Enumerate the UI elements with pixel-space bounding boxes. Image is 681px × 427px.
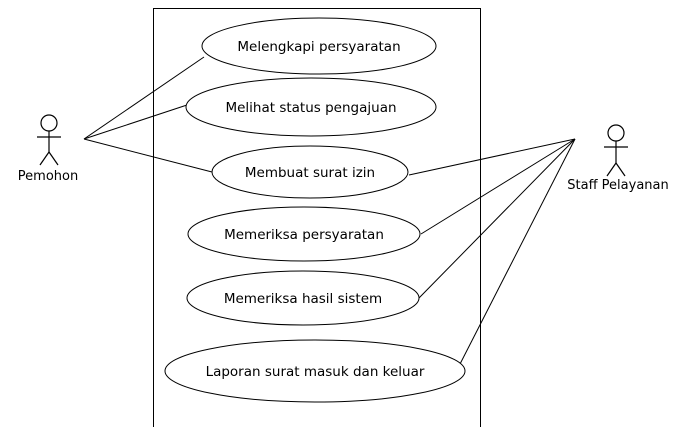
association-line xyxy=(418,138,576,299)
association-line xyxy=(458,138,576,367)
use-case[interactable]: Memeriksa hasil sistem xyxy=(186,270,420,326)
use-case-label: Memeriksa hasil sistem xyxy=(224,291,382,307)
use-case-ellipse xyxy=(164,339,466,403)
use-case[interactable]: Membuat surat izin xyxy=(211,145,409,199)
use-case[interactable]: Melengkapi persyaratan xyxy=(201,17,437,75)
actor-staff-pelayanan[interactable]: Staff Pelayanan xyxy=(567,124,669,193)
use-case-ellipse xyxy=(201,17,437,75)
use-case-label: Memeriksa persyaratan xyxy=(224,227,384,243)
use-case[interactable]: Laporan surat masuk dan keluar xyxy=(164,339,466,403)
use-case[interactable]: Melihat status pengajuan xyxy=(185,77,437,137)
actor-label: Pemohon xyxy=(18,169,78,184)
use-case-ellipse xyxy=(186,270,420,326)
stick-figure-icon xyxy=(37,114,61,166)
use-case-ellipse xyxy=(211,145,409,199)
use-case-label: Laporan surat masuk dan keluar xyxy=(206,364,425,380)
stick-figure-icon xyxy=(604,124,628,177)
association-line xyxy=(83,56,205,140)
associations xyxy=(83,56,576,367)
use-case[interactable]: Memeriksa persyaratan xyxy=(187,206,421,262)
association-line xyxy=(83,138,213,173)
use-case-ellipse xyxy=(185,77,437,137)
use-case-label: Melihat status pengajuan xyxy=(225,100,396,116)
system-boundary xyxy=(153,8,481,427)
association-line xyxy=(408,138,576,176)
use-case-label: Membuat surat izin xyxy=(245,165,375,181)
actor-pemohon[interactable]: Pemohon xyxy=(18,114,78,184)
use-case-label: Melengkapi persyaratan xyxy=(237,39,400,55)
association-line xyxy=(83,103,191,140)
use-case-ellipse xyxy=(187,206,421,262)
actor-label: Staff Pelayanan xyxy=(567,178,668,193)
association-line xyxy=(420,138,576,235)
